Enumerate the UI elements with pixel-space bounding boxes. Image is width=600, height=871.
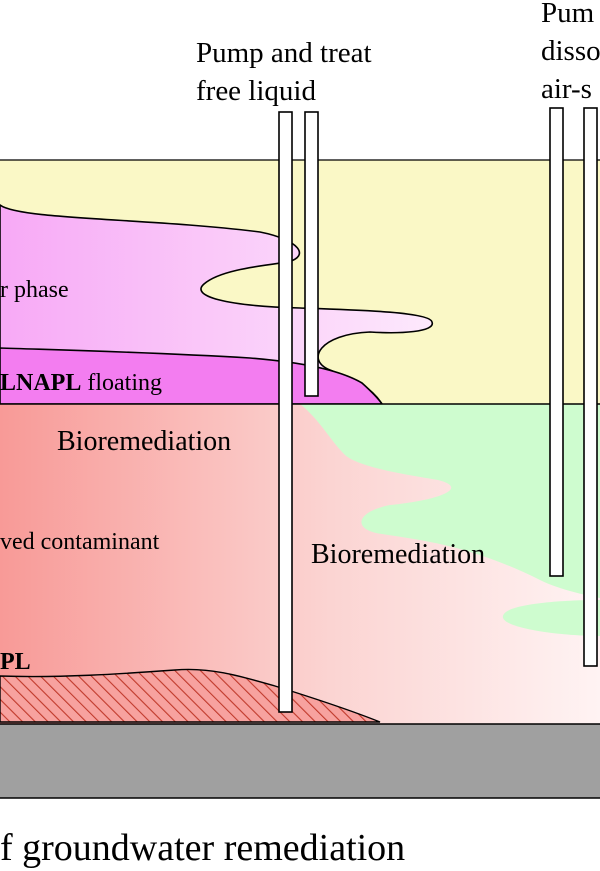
label-pump-dissolved-airstrip: Pum disso air-s [541, 0, 600, 108]
label-bioremediation-left: Bioremediation [57, 426, 232, 457]
label-lnapl-bold: LNAPL [0, 370, 82, 396]
bedrock-layer [0, 724, 600, 798]
well-free-liquid-long [278, 111, 293, 713]
label-dissolved-contaminant: ved contaminant [0, 529, 160, 555]
label-vapor-phase: r phase [0, 277, 69, 303]
label-pump-right-line3: air-s [541, 73, 592, 105]
dissolved-plume [0, 404, 600, 724]
label-bioremediation-right: Bioremediation [311, 539, 486, 570]
green-lens [502, 600, 600, 636]
label-dnapl: PL [0, 649, 31, 675]
label-pump-right-line1: Pum [541, 0, 595, 29]
label-pump-treat-line1: Pump and treat [196, 37, 372, 69]
label-lnapl-floating: LNAPL floating [0, 371, 162, 395]
well-dissolved-2 [583, 107, 598, 667]
label-lnapl-rest: floating [81, 370, 162, 396]
well-dissolved-1 [549, 107, 564, 577]
figure-caption: f groundwater remediation [0, 827, 406, 869]
label-pump-treat-free-liquid: Pump and treat free liquid [196, 34, 372, 110]
label-pump-treat-line2: free liquid [196, 75, 316, 107]
label-pump-right-line2: disso [541, 35, 600, 67]
well-free-liquid-short [304, 111, 319, 397]
